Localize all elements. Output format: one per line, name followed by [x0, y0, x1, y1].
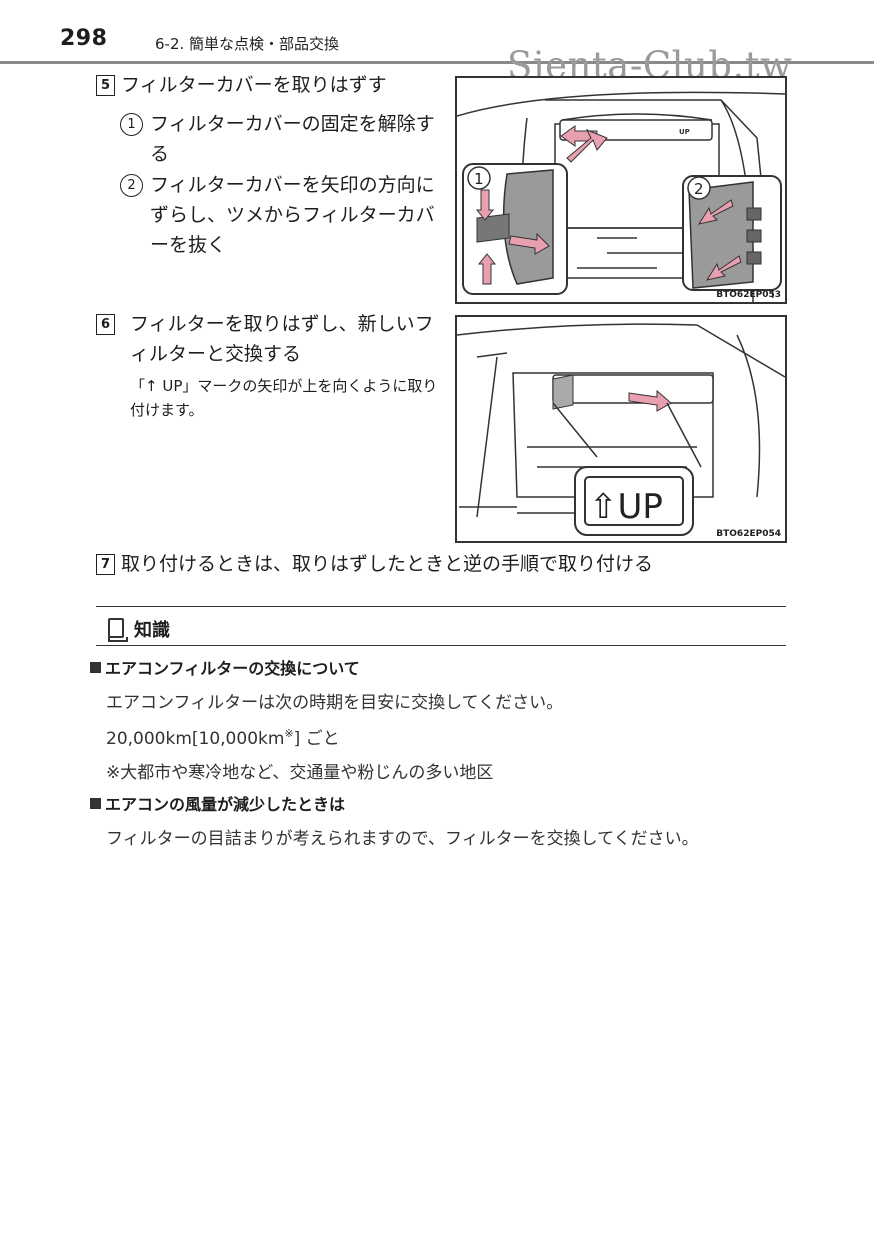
circled-number: 1	[120, 113, 143, 136]
book-icon	[108, 618, 128, 642]
footnote-line: ※大都市や寒冷地など、交通量や粉じんの多い地区	[106, 763, 494, 783]
substep-text: フィルターカバーを矢印の方向にずらし、ツメからフィルターカバーを抜く	[150, 174, 435, 256]
step-number-box: 6	[96, 314, 115, 335]
step-number-box: 5	[96, 75, 115, 96]
callout-1: 1	[474, 170, 484, 188]
callout-2: 2	[694, 180, 704, 198]
figure-filter-replacement: ⇧UP BTO62EP054	[455, 315, 787, 543]
figure-code: BTO62EP054	[716, 529, 781, 539]
step-6-note: 「↑ UP」マークの矢印が上を向くように取り付けます。	[130, 377, 438, 419]
step-5: 5 フィルターカバーを取りはずす	[96, 70, 387, 100]
filter-replacement-illustration: ⇧UP	[457, 323, 785, 536]
knowledge-heading-2: エアコンの風量が減少したときは	[90, 791, 345, 815]
step-title: フィルターを取りはずし、新しいフィルターと交換する	[130, 313, 434, 365]
knowledge-line: エアコンフィルターは次の時期を目安に交換してください。	[106, 693, 564, 713]
section-title: 6-2. 簡単な点検・部品交換	[155, 35, 340, 53]
step-number-box: 7	[96, 554, 115, 575]
knowledge-title: 知識	[134, 620, 170, 641]
knowledge-bottom-rule	[96, 645, 786, 646]
figure-filter-cover-removal: UP 1 2 BTO62EP053	[455, 76, 787, 304]
interval-line: 20,000km[10,000km※] ごと	[106, 727, 340, 749]
square-bullet-icon	[90, 662, 101, 673]
knowledge-top-rule	[96, 606, 786, 607]
step-title: フィルターカバーを取りはずす	[121, 74, 387, 96]
substep-5-1: 1 フィルターカバーの固定を解除する	[120, 109, 442, 169]
step-6: 6 フィルターを取りはずし、新しいフィルターと交換する	[96, 309, 444, 369]
footnote-mark: ※	[284, 727, 294, 740]
knowledge-heading-1: エアコンフィルターの交換について	[90, 655, 360, 679]
substep-5-2: 2 フィルターカバーを矢印の方向にずらし、ツメからフィルターカバーを抜く	[120, 170, 442, 260]
up-mark-large: ⇧UP	[589, 487, 663, 527]
page-number: 298	[60, 26, 108, 51]
header-rule	[0, 61, 874, 64]
step-7: 7 取り付けるときは、取りはずしたときと逆の手順で取り付ける	[96, 549, 653, 579]
knowledge-line: フィルターの目詰まりが考えられますので、フィルターを交換してください。	[106, 829, 699, 849]
square-bullet-icon	[90, 798, 101, 809]
step-title: 取り付けるときは、取りはずしたときと逆の手順で取り付ける	[121, 553, 654, 575]
up-mark: UP	[679, 128, 690, 136]
figure-code: BTO62EP053	[716, 290, 781, 300]
substep-text: フィルターカバーの固定を解除する	[150, 113, 435, 165]
circled-number: 2	[120, 174, 143, 197]
filter-cover-illustration: UP 1 2	[457, 91, 785, 302]
